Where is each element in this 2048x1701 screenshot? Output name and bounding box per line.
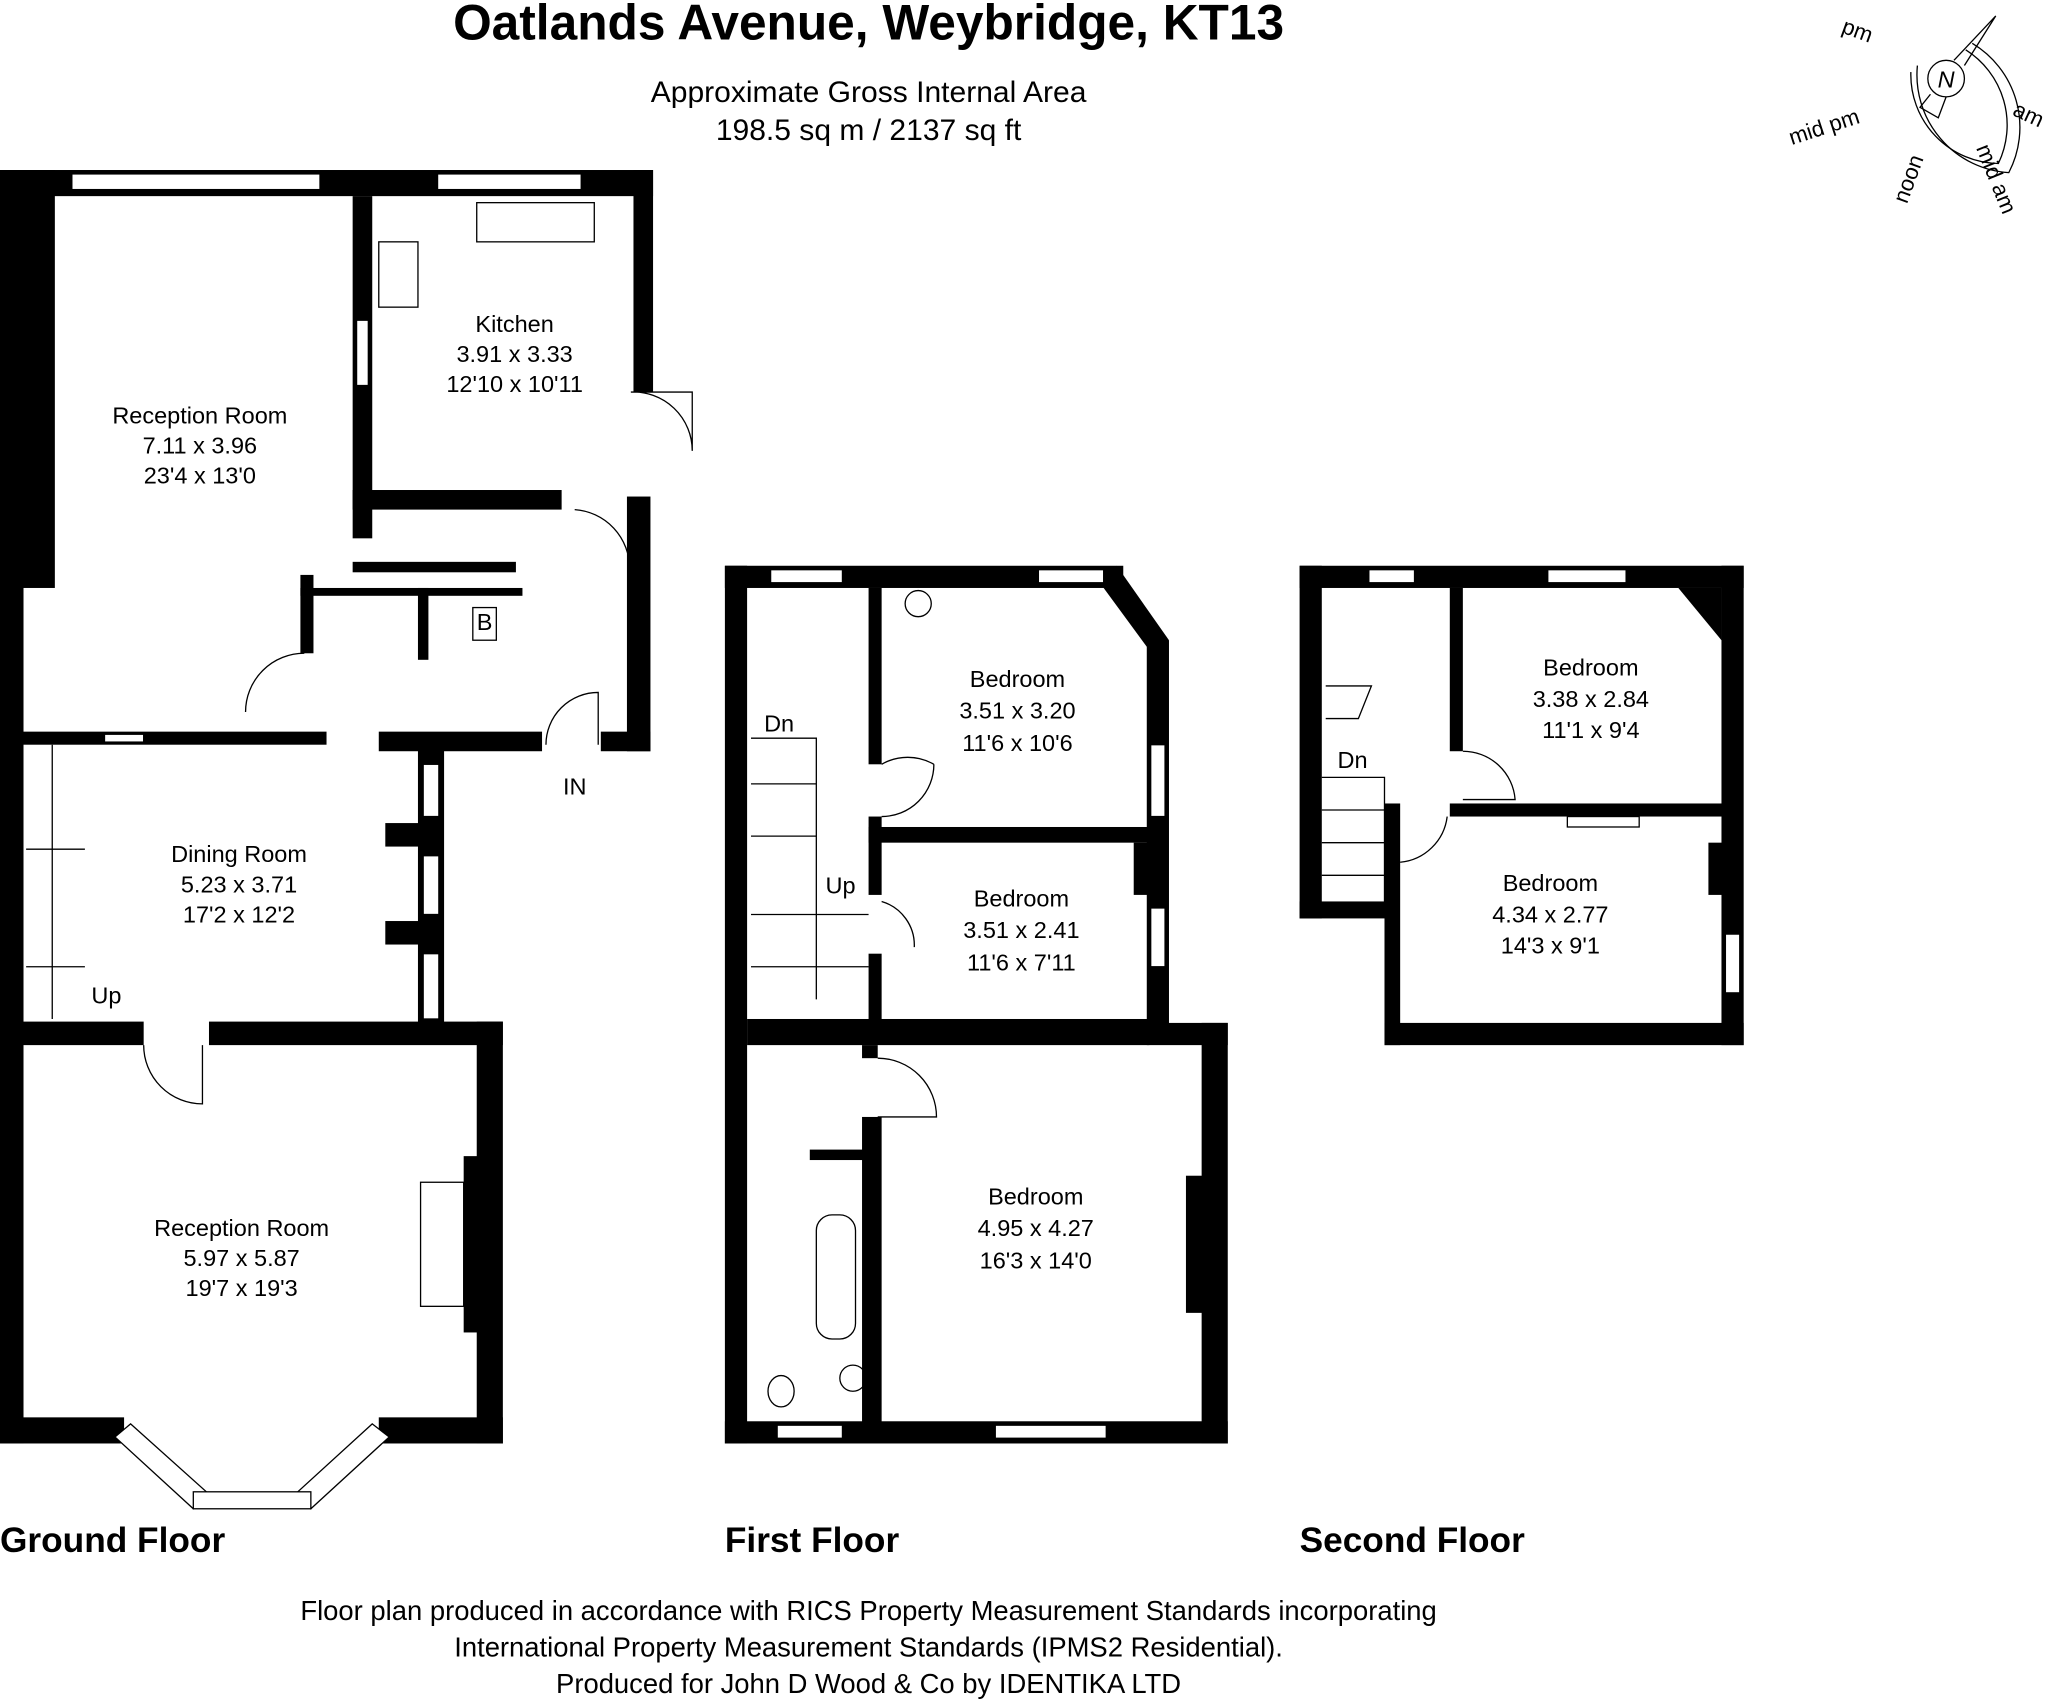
room-name: Bedroom: [1543, 654, 1638, 680]
second-floor-plan: Dn: [1299, 565, 1744, 1046]
footer-line-1: Floor plan produced in accordance with R…: [300, 1595, 1436, 1626]
room-metric: 5.97 x 5.87: [183, 1245, 299, 1271]
room-name: Bedroom: [1503, 870, 1598, 896]
room-dining-room: Dining Room 5.23 x 3.71 17'2 x 12'2: [171, 841, 307, 927]
room-kitchen: Kitchen 3.91 x 3.33 12'10 x 10'11: [446, 311, 583, 397]
first-floor-label: First Floor: [725, 1521, 900, 1560]
area-label: Approximate Gross Internal Area: [651, 76, 1087, 109]
ground-floor-plan: B IN Up: [0, 170, 693, 1510]
room-metric: 3.38 x 2.84: [1533, 686, 1649, 712]
room-bedroom-5: Bedroom 4.34 x 2.77 14'3 x 9'1: [1492, 870, 1608, 959]
room-name: Reception Room: [112, 402, 287, 428]
first-floor-plan: Dn Up: [724, 565, 1228, 1444]
room-imperial: 16'3 x 14'0: [980, 1247, 1092, 1273]
room-bedroom-2: Bedroom 3.51 x 2.41 11'6 x 7'11: [963, 886, 1079, 976]
room-metric: 4.34 x 2.77: [1492, 901, 1608, 927]
stairs-down-label: Dn: [764, 711, 794, 737]
compass-mid-pm: mid pm: [1786, 104, 1863, 150]
room-reception-room-2: Reception Room 5.97 x 5.87 19'7 x 19'3: [154, 1215, 329, 1301]
room-imperial: 11'6 x 10'6: [962, 730, 1072, 756]
area-value: 198.5 sq m / 2137 sq ft: [716, 114, 1022, 147]
second-floor-label: Second Floor: [1300, 1521, 1526, 1560]
compass-am: am: [2009, 96, 2048, 132]
room-imperial: 23'4 x 13'0: [144, 462, 256, 488]
room-name: Bedroom: [974, 886, 1069, 912]
entrance-label: IN: [563, 773, 587, 799]
footer-line-3: Produced for John D Wood & Co by IDENTIK…: [556, 1668, 1181, 1699]
compass-pm: pm: [1839, 14, 1877, 48]
room-name: Bedroom: [970, 666, 1065, 692]
room-metric: 7.11 x 3.96: [143, 432, 258, 458]
stairs-up-label: Up: [825, 873, 855, 899]
room-name: Reception Room: [154, 1215, 329, 1241]
room-bedroom-1: Bedroom 3.51 x 3.20 11'6 x 10'6: [959, 666, 1075, 756]
room-imperial: 14'3 x 9'1: [1501, 933, 1600, 959]
room-metric: 3.51 x 2.41: [963, 917, 1079, 943]
room-imperial: 11'6 x 7'11: [967, 950, 1076, 976]
boiler-label: B: [477, 609, 493, 635]
room-bedroom-4: Bedroom 3.38 x 2.84 11'1 x 9'4: [1533, 654, 1649, 743]
compass-north: N: [1938, 67, 1955, 93]
plan-title: Oatlands Avenue, Weybridge, KT13: [453, 0, 1284, 50]
room-metric: 5.23 x 3.71: [181, 871, 297, 897]
ground-floor-label: Ground Floor: [0, 1521, 225, 1560]
room-name: Dining Room: [171, 841, 307, 867]
room-name: Bedroom: [988, 1183, 1083, 1209]
room-metric: 3.51 x 3.20: [959, 698, 1075, 724]
room-bedroom-3: Bedroom 4.95 x 4.27 16'3 x 14'0: [978, 1183, 1094, 1273]
stairs-up-label: Up: [91, 982, 121, 1008]
room-metric: 4.95 x 4.27: [978, 1215, 1094, 1241]
footer-line-2: International Property Measurement Stand…: [454, 1631, 1283, 1662]
room-imperial: 19'7 x 19'3: [186, 1275, 298, 1301]
stairs-down-label: Dn: [1337, 747, 1367, 773]
room-imperial: 17'2 x 12'2: [183, 901, 295, 927]
compass-mid-am: mid am: [1971, 140, 2021, 217]
room-name: Kitchen: [475, 311, 553, 337]
compass-icon: N pm mid pm noon mid am am: [1786, 14, 2048, 218]
room-reception-room-1: Reception Room 7.11 x 3.96 23'4 x 13'0: [112, 402, 287, 488]
room-metric: 3.91 x 3.33: [456, 341, 572, 367]
room-imperial: 12'10 x 10'11: [446, 371, 583, 397]
room-imperial: 11'1 x 9'4: [1542, 717, 1639, 743]
compass-noon: noon: [1888, 151, 1928, 206]
